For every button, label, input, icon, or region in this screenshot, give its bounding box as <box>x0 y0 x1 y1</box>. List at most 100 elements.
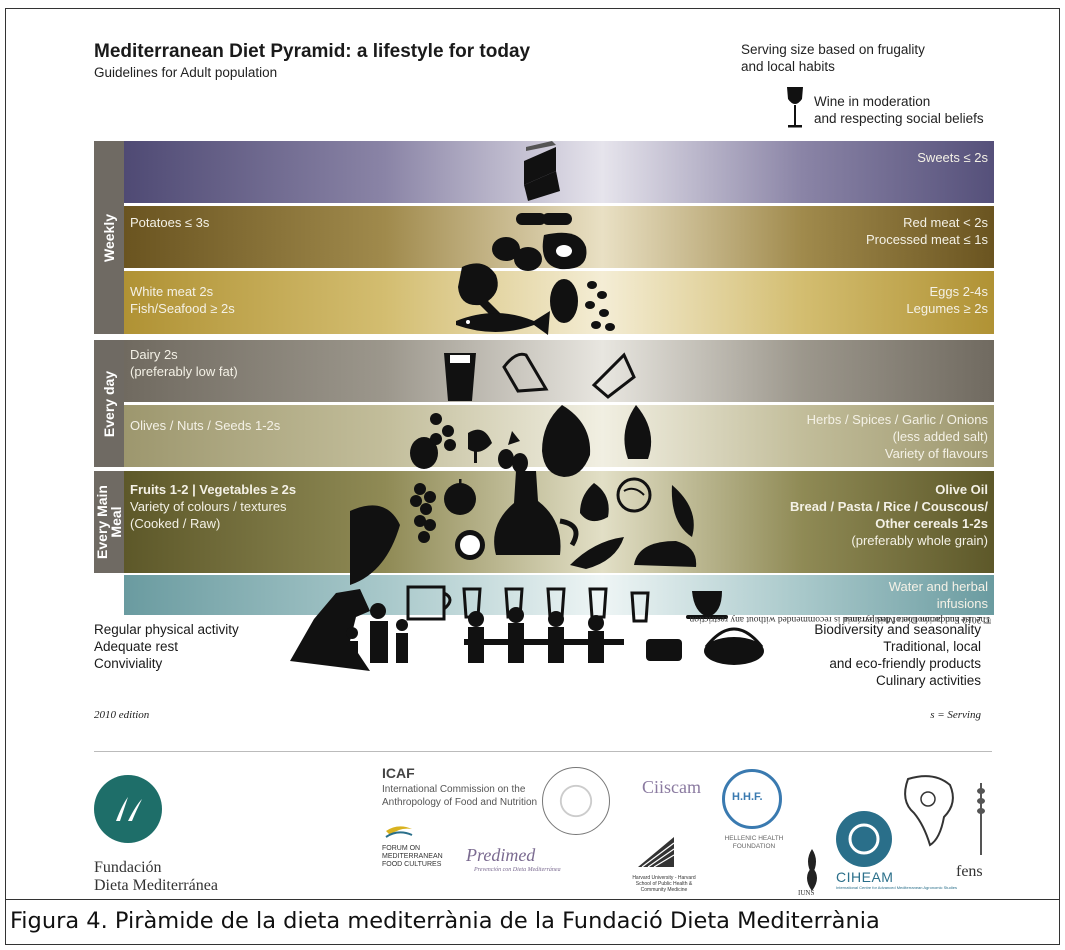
sponsor-logos: Fundación Dieta Mediterránea ICAF Intern… <box>94 759 1004 899</box>
ciheam-logo-icon <box>836 811 892 867</box>
logo-text-line: FOOD CULTURES <box>382 861 442 868</box>
fundacion-logo-name: Fundación Dieta Mediterránea <box>94 859 218 895</box>
band-label-white-meat: White meat 2s Fish/Seafood ≥ 2s <box>130 283 235 317</box>
band-olives-herbs: Olives / Nuts / Seeds 1-2s Herbs / Spice… <box>124 405 994 467</box>
band-label-line: Eggs 2-4s <box>929 284 988 299</box>
band-label-line: Dairy 2s <box>130 347 178 362</box>
hhf-logo-text: H.H.F. <box>732 791 763 803</box>
predimed-logo-subtitle: Prevención con Dieta Mediterránea <box>474 867 561 873</box>
base-line: Regular physical activity <box>94 622 239 637</box>
base-line: Adequate rest <box>94 639 179 654</box>
band-label-line: Herbs / Spices / Garlic / Onions <box>806 412 988 427</box>
band-label-line: Water and herbal <box>888 579 988 594</box>
base-line: and eco-friendly products <box>829 656 981 671</box>
logo-text-line: Anthropology of Food and Nutrition <box>382 797 538 808</box>
caption-row: Figura 4. Piràmide de la dieta mediterrà… <box>6 899 1059 944</box>
ciheam-logo-subtitle: International Centre for Advanced Medite… <box>836 885 957 890</box>
band-dairy: Dairy 2s (preferably low fat) <box>124 340 994 402</box>
copyright-line: The use and promotion of this pyramid is… <box>689 614 991 624</box>
serving-legend: s = Serving <box>930 709 981 721</box>
fens-wheat-icon <box>977 783 985 855</box>
band-label-water: Water and herbal infusions <box>889 578 988 612</box>
base-line: Culinary activities <box>875 673 981 688</box>
university-seal-icon <box>542 767 610 835</box>
wine-note-line: and respecting social beliefs <box>814 111 984 126</box>
band-label-line: (Cooked / Raw) <box>130 516 221 531</box>
figure-frame: Mediterranean Diet Pyramid: a lifestyle … <box>5 8 1060 945</box>
frequency-side-labels: Weekly Every day Every Main Meal <box>94 141 124 573</box>
side-label-weekly: Weekly <box>94 141 124 334</box>
iuns-logo: IUNS <box>798 889 815 897</box>
band-label-line: (preferably whole grain) <box>851 533 988 548</box>
band-label-line: Fruits 1-2 | Vegetables ≥ 2s <box>130 482 297 497</box>
wine-note-line: Wine in moderation <box>814 94 931 109</box>
forum-logo-name: FORUM ON MEDITERRANEAN FOOD CULTURES <box>382 845 443 869</box>
logo-text-line: Dieta Mediterránea <box>94 877 218 894</box>
band-potatoes-meat: Potatoes ≤ 3s Red meat < 2s Processed me… <box>124 206 994 268</box>
band-label-line: Variety of colours / textures <box>130 499 287 514</box>
icaf-logo-title: ICAF <box>382 765 415 781</box>
copyright-notice: © 2010 Fundación Dieta Mediterránea The … <box>689 614 1011 644</box>
band-label-line: Bread / Pasta / Rice / Couscous/ <box>790 499 988 514</box>
logo-text-line: FORUM ON <box>382 845 421 852</box>
edition-label: 2010 edition <box>94 709 150 721</box>
serving-note-line: Serving size based on frugality <box>741 42 925 57</box>
pyramid-title: Mediterranean Diet Pyramid: a lifestyle … <box>94 41 531 62</box>
band-label-line: White meat 2s <box>130 284 214 299</box>
base-line: Traditional, local <box>883 639 981 654</box>
hhf-logo-name: HELLENIC HEALTH FOUNDATION <box>724 835 784 850</box>
band-label-eggs-legumes: Eggs 2-4s Legumes ≥ 2s <box>906 283 988 317</box>
logo-text-line: International Commission on the <box>382 784 526 795</box>
hhf-seal-icon <box>722 769 782 829</box>
harvard-logo-icon <box>638 837 675 868</box>
base-line: Conviviality <box>94 656 163 671</box>
ciiscam-logo: Ciiscam <box>642 777 701 797</box>
side-label-every-day: Every day <box>94 340 124 467</box>
logo-divider <box>94 751 992 752</box>
africa-map-icon <box>904 775 954 847</box>
band-white-meat-fish: White meat 2s Fish/Seafood ≥ 2s Eggs 2-4… <box>124 271 994 334</box>
side-label-every-main-meal: Every Main Meal <box>94 471 124 573</box>
band-label-line: Variety of flavours <box>884 446 988 461</box>
side-label-line: Meal <box>108 506 124 538</box>
basket-icon <box>704 627 764 665</box>
serving-size-note: Serving size based on frugality and loca… <box>741 41 981 75</box>
logo-text-line: Fundación <box>94 859 162 876</box>
forum-logo-icon <box>385 826 413 838</box>
pyramid-subtitle: Guidelines for Adult population <box>94 65 278 80</box>
band-label-line: Fish/Seafood ≥ 2s <box>130 301 235 316</box>
band-label-fruits: Fruits 1-2 | Vegetables ≥ 2s Variety of … <box>130 481 296 532</box>
figure-caption: Figura 4. Piràmide de la dieta mediterrà… <box>10 908 880 934</box>
cooking-pot-icon <box>646 639 682 661</box>
base-line: Biodiversity and seasonality <box>814 622 981 637</box>
ciheam-logo: CIHEAM <box>836 869 894 885</box>
band-label-cereals: Olive Oil Bread / Pasta / Rice / Couscou… <box>790 481 988 549</box>
dining-table-icon <box>464 607 624 663</box>
band-label-line: Legumes ≥ 2s <box>906 301 988 316</box>
iuns-wheat-icon <box>807 849 817 891</box>
band-sweets: Sweets ≤ 2s <box>124 141 994 203</box>
logo-text-line: MEDITERRANEAN <box>382 853 443 860</box>
band-label-line: (preferably low fat) <box>130 364 238 379</box>
wine-glass-icon <box>787 87 803 128</box>
band-label-line: Olive Oil <box>935 482 988 497</box>
band-label-potatoes: Potatoes ≤ 3s <box>130 215 210 230</box>
fens-logo: fens <box>956 863 983 880</box>
fundacion-logo-icon <box>94 775 162 843</box>
side-label-line: Every Main <box>94 485 110 559</box>
band-label-sweets: Sweets ≤ 2s <box>917 150 988 165</box>
band-label-line: (less added salt) <box>892 429 988 444</box>
band-fruits-cereals: Fruits 1-2 | Vegetables ≥ 2s Variety of … <box>124 471 994 573</box>
band-label-line: Other cereals 1-2s <box>875 516 988 531</box>
band-label-herbs: Herbs / Spices / Garlic / Onions (less a… <box>807 411 988 462</box>
base-lifestyle-left: Regular physical activity Adequate rest … <box>94 621 239 672</box>
harvard-logo-name: Harvard University - Harvard School of P… <box>632 875 696 893</box>
band-label-dairy: Dairy 2s (preferably low fat) <box>130 346 238 380</box>
band-label-olives: Olives / Nuts / Seeds 1-2s <box>130 418 281 433</box>
band-label-line: Processed meat ≤ 1s <box>865 232 988 247</box>
predimed-logo: Predimed <box>466 845 536 865</box>
band-label-red-meat: Red meat < 2s Processed meat ≤ 1s <box>866 214 988 248</box>
band-water: Water and herbal infusions <box>124 575 994 615</box>
wine-note: Wine in moderation and respecting social… <box>814 93 1044 127</box>
band-label-line: Red meat < 2s <box>903 215 988 230</box>
